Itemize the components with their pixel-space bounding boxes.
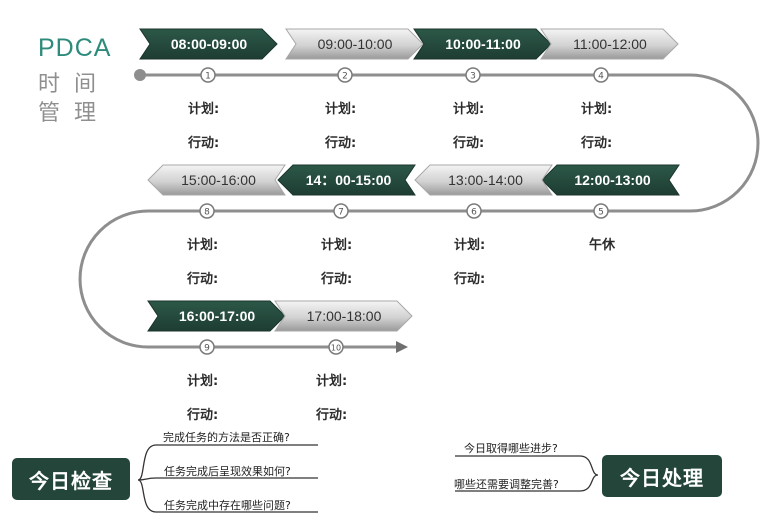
step-number-9: 9 <box>204 344 210 354</box>
step-node-5 <box>593 203 609 219</box>
slot-plan-label-4: 计划: <box>581 102 613 117</box>
time-banner-10 <box>274 300 413 332</box>
step-node-10 <box>328 339 344 355</box>
act-question-2: 哪些还需要调整完善? <box>454 478 559 491</box>
step-node-1 <box>200 67 216 83</box>
step-number-4: 4 <box>598 72 604 82</box>
slot-plan-label-6: 计划: <box>454 238 486 253</box>
slot-action-label-2: 行动: <box>325 136 357 151</box>
step-number-7: 7 <box>338 208 344 218</box>
step-number-8: 8 <box>204 208 210 218</box>
step-node-4 <box>593 67 609 83</box>
check-bracket <box>137 444 318 513</box>
check-box: 今日检查 <box>12 458 130 500</box>
step-node-8 <box>199 203 215 219</box>
slot-plan-label-8: 计划: <box>187 238 219 253</box>
slot-plan-label-7: 计划: <box>321 238 353 253</box>
time-label-7: 14：00-15:00 <box>306 172 392 188</box>
time-banner-7 <box>277 164 416 196</box>
slot-action-label-4: 行动: <box>581 136 613 151</box>
time-label-5: 12:00-13:00 <box>574 172 650 188</box>
time-label-10: 17:00-18:00 <box>307 308 382 324</box>
slot-action-label-8: 行动: <box>187 272 219 287</box>
slot-action-label-10: 行动: <box>316 408 348 423</box>
time-label-3: 10:00-11:00 <box>445 36 521 52</box>
slot-action-label-1: 行动: <box>188 136 220 151</box>
slot-plan-label-1: 计划: <box>188 102 220 117</box>
time-banner-1 <box>139 28 278 60</box>
title-line-2: 管理 <box>38 101 111 126</box>
slot-action-label-9: 行动: <box>187 408 219 423</box>
title-line-1: 时间 <box>38 72 111 97</box>
time-banner-3 <box>413 28 552 60</box>
time-label-2: 09:00-10:00 <box>318 36 393 52</box>
timeline-end-arrow <box>396 341 408 353</box>
act-bracket <box>455 455 599 492</box>
slot-plan-label-9: 计划: <box>187 374 219 389</box>
step-node-3 <box>465 67 481 83</box>
step-number-5: 5 <box>598 208 604 218</box>
time-banner-2 <box>285 28 424 60</box>
time-banner-6 <box>414 164 553 196</box>
step-number-1: 1 <box>205 72 211 82</box>
time-banner-8 <box>147 164 286 196</box>
title-pdca: PDCA <box>38 34 112 62</box>
slot-action-label-7: 行动: <box>321 272 353 287</box>
time-label-8: 15:00-16:00 <box>181 172 256 188</box>
act-question-1: 今日取得哪些进步? <box>464 442 558 455</box>
slot-action-label-3: 行动: <box>453 136 485 151</box>
step-node-9 <box>199 339 215 355</box>
step-node-6 <box>466 203 482 219</box>
step-number-3: 3 <box>470 72 476 82</box>
time-label-4: 11:00-12:00 <box>573 36 647 52</box>
time-label-1: 08:00-09:00 <box>171 36 247 52</box>
slot-action-label-6: 行动: <box>454 272 486 287</box>
timeline-track <box>78 73 760 349</box>
check-question-1: 完成任务的方法是否正确? <box>163 431 290 444</box>
timeline-start-dot <box>134 69 146 81</box>
step-node-2 <box>337 67 353 83</box>
slot-note-5: 午休 <box>589 238 616 253</box>
step-number-10: 10 <box>331 344 341 353</box>
time-label-9: 16:00-17:00 <box>179 308 255 324</box>
check-question-2: 任务完成后呈现效果如何? <box>164 465 291 478</box>
step-number-6: 6 <box>471 208 477 218</box>
step-node-7 <box>333 203 349 219</box>
slot-plan-label-3: 计划: <box>453 102 485 117</box>
slot-plan-label-2: 计划: <box>325 102 357 117</box>
slot-plan-label-10: 计划: <box>316 374 348 389</box>
time-banner-9 <box>147 300 286 332</box>
act-box: 今日处理 <box>602 455 722 497</box>
time-banner-4 <box>540 28 679 60</box>
step-number-2: 2 <box>342 72 348 82</box>
time-label-6: 13:00-14:00 <box>448 172 523 188</box>
check-question-3: 任务完成中存在哪些问题? <box>164 499 291 512</box>
